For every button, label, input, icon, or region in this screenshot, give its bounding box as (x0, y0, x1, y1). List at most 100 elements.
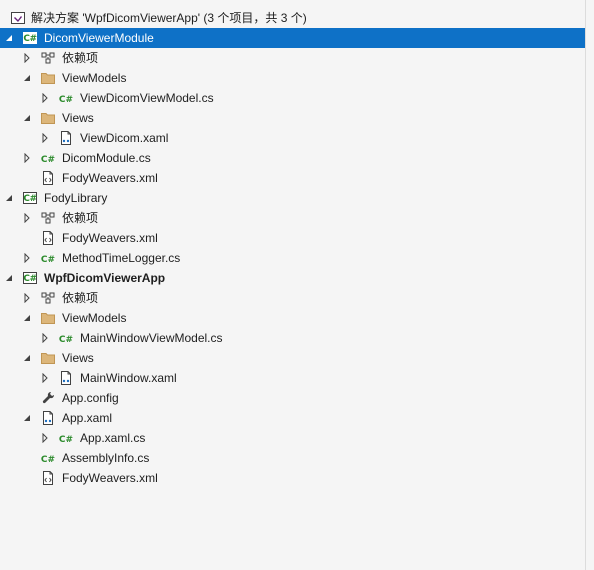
dependencies-icon (40, 50, 56, 66)
tree-item-label: ViewDicomViewModel.cs (80, 91, 214, 105)
tree-item[interactable]: C# DicomViewerModule (0, 28, 585, 48)
collapsed-arrow-icon[interactable] (22, 293, 32, 303)
svg-text:C#: C# (41, 155, 55, 165)
xaml-file-icon (58, 130, 74, 146)
config-file-icon (40, 390, 56, 406)
collapsed-arrow-icon[interactable] (22, 253, 32, 263)
dependencies-icon (40, 210, 56, 226)
csharp-file-icon: C# (40, 150, 56, 166)
expanded-arrow-icon[interactable] (22, 73, 32, 83)
svg-text:C#: C# (23, 274, 36, 284)
tree-item-label: DicomModule.cs (62, 151, 151, 165)
tree-item-label: FodyWeavers.xml (62, 171, 158, 185)
csproj-icon: C# (22, 190, 38, 206)
tree-item-label: Views (62, 111, 94, 125)
tree-item-label: MethodTimeLogger.cs (62, 251, 181, 265)
collapsed-arrow-icon[interactable] (40, 333, 50, 343)
collapsed-arrow-icon[interactable] (40, 373, 50, 383)
expanded-arrow-icon[interactable] (22, 413, 32, 423)
folder-icon (40, 350, 56, 366)
tree-item[interactable]: App.xaml (0, 408, 585, 428)
tree-item[interactable]: ViewDicom.xaml (0, 128, 585, 148)
expanded-arrow-icon[interactable] (4, 33, 14, 43)
tree-item-label: WpfDicomViewerApp (44, 271, 166, 285)
tree-item-label: ViewModels (62, 71, 127, 85)
tree-item[interactable]: ViewModels (0, 308, 585, 328)
tree-item[interactable]: C# AssemblyInfo.cs (0, 448, 585, 468)
folder-icon (40, 310, 56, 326)
tree-item-label: App.config (62, 391, 119, 405)
svg-text:C#: C# (41, 255, 55, 265)
collapsed-arrow-icon[interactable] (40, 433, 50, 443)
tree-item[interactable]: 依赖项 (0, 48, 585, 68)
tree-item-label: MainWindow.xaml (80, 371, 177, 385)
tree-item[interactable]: C# MainWindowViewModel.cs (0, 328, 585, 348)
solution-title: 解决方案 'WpfDicomViewerApp' (3 个项目，共 3 个) (31, 11, 307, 25)
tree-item-label: MainWindowViewModel.cs (80, 331, 223, 345)
tree-item-label: FodyWeavers.xml (62, 471, 158, 485)
tree-item-label: ViewDicom.xaml (80, 131, 169, 145)
expanded-arrow-icon[interactable] (22, 313, 32, 323)
tree-item-label: 依赖项 (62, 291, 99, 305)
collapsed-arrow-icon[interactable] (22, 213, 32, 223)
solution-explorer-tree: 解决方案 'WpfDicomViewerApp' (3 个项目，共 3 个) C… (0, 8, 585, 570)
svg-text:C#: C# (41, 455, 55, 465)
tree-item[interactable]: Views (0, 348, 585, 368)
solution-icon (10, 10, 26, 26)
tree-item[interactable]: C# WpfDicomViewerApp (0, 268, 585, 288)
collapsed-arrow-icon[interactable] (40, 133, 50, 143)
collapsed-arrow-icon[interactable] (22, 53, 32, 63)
tree-item[interactable]: C# App.xaml.cs (0, 428, 585, 448)
svg-text:C#: C# (59, 335, 73, 345)
tree-item[interactable]: ViewModels (0, 68, 585, 88)
tree-item-label: FodyLibrary (44, 191, 108, 205)
svg-text:C#: C# (23, 194, 36, 204)
tree-item-label: App.xaml.cs (80, 431, 146, 445)
svg-text:C#: C# (59, 435, 73, 445)
tree-item-label: AssemblyInfo.cs (62, 451, 150, 465)
tree-item[interactable]: MainWindow.xaml (0, 368, 585, 388)
tree-item-label: 依赖项 (62, 211, 99, 225)
expanded-arrow-icon[interactable] (4, 193, 14, 203)
tree-item-label: DicomViewerModule (44, 31, 154, 45)
xaml-file-icon (58, 370, 74, 386)
xml-file-icon (40, 470, 56, 486)
csproj-icon: C# (22, 270, 38, 286)
solution-row[interactable]: 解决方案 'WpfDicomViewerApp' (3 个项目，共 3 个) (0, 8, 585, 28)
tree-item[interactable]: App.config (0, 388, 585, 408)
tree-item[interactable]: FodyWeavers.xml (0, 168, 585, 188)
tree-item[interactable]: C# ViewDicomViewModel.cs (0, 88, 585, 108)
xml-file-icon (40, 170, 56, 186)
csharp-file-icon: C# (58, 430, 74, 446)
collapsed-arrow-icon[interactable] (22, 153, 32, 163)
xml-file-icon (40, 230, 56, 246)
tree-item[interactable]: C# FodyLibrary (0, 188, 585, 208)
tree-item[interactable]: Views (0, 108, 585, 128)
tree-item[interactable]: 依赖项 (0, 208, 585, 228)
csharp-file-icon: C# (58, 330, 74, 346)
csproj-icon: C# (22, 30, 38, 46)
tree-item[interactable]: FodyWeavers.xml (0, 228, 585, 248)
svg-text:C#: C# (59, 95, 73, 105)
collapsed-arrow-icon[interactable] (40, 93, 50, 103)
csharp-file-icon: C# (58, 90, 74, 106)
expanded-arrow-icon[interactable] (22, 353, 32, 363)
tree-item-label: Views (62, 351, 94, 365)
dependencies-icon (40, 290, 56, 306)
tree-item[interactable]: 依赖项 (0, 288, 585, 308)
tree-item-label: FodyWeavers.xml (62, 231, 158, 245)
folder-icon (40, 110, 56, 126)
tree-item[interactable]: FodyWeavers.xml (0, 468, 585, 488)
vertical-scrollbar[interactable] (585, 0, 594, 570)
svg-text:C#: C# (23, 34, 36, 44)
xaml-file-icon (40, 410, 56, 426)
tree-item[interactable]: C# MethodTimeLogger.cs (0, 248, 585, 268)
tree-item-label: ViewModels (62, 311, 127, 325)
tree-item-label: App.xaml (62, 411, 113, 425)
tree-item-label: 依赖项 (62, 51, 99, 65)
csharp-file-icon: C# (40, 250, 56, 266)
folder-icon (40, 70, 56, 86)
expanded-arrow-icon[interactable] (4, 273, 14, 283)
expanded-arrow-icon[interactable] (22, 113, 32, 123)
tree-item[interactable]: C# DicomModule.cs (0, 148, 585, 168)
